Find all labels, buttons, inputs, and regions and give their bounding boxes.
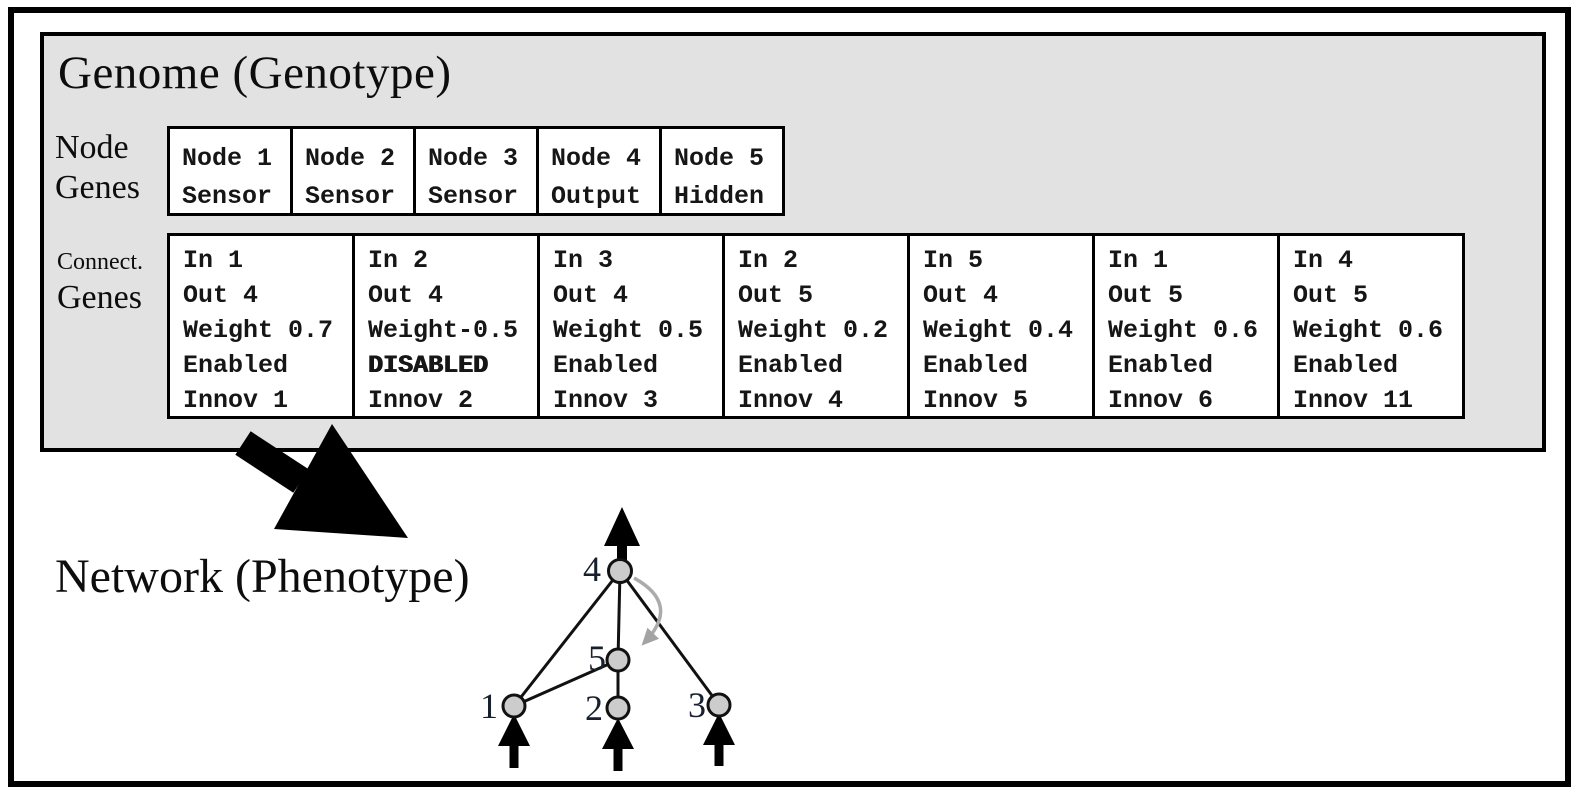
node-gene-name: Node 3 (428, 144, 519, 173)
conn-out: Out 4 (923, 281, 999, 310)
conn-innov: Innov 6 (1108, 386, 1214, 415)
conn-out: Out 4 (368, 281, 444, 310)
connection-gene-box-5: In 5 Out 4 Weight 0.4 Enabled Innov 5 (907, 233, 1095, 419)
node-gene-name: Node 2 (305, 144, 396, 173)
conn-weight: Weight 0.2 (738, 316, 889, 345)
conn-innov: Innov 2 (368, 386, 474, 415)
node-genes-label-line2: Genes (55, 169, 140, 206)
connection-genes-label: Connect. Genes (57, 247, 143, 319)
node-genes-label-line1: Node (55, 129, 129, 166)
node-gene-name: Node 1 (182, 144, 273, 173)
node-gene-type: Sensor (428, 182, 519, 211)
node-genes-row: Node 1 Sensor Node 2 Sensor Node 3 Senso… (167, 126, 785, 216)
connection-gene-box-3: In 3 Out 4 Weight 0.5 Enabled Innov 3 (537, 233, 725, 419)
conn-out: Out 5 (1293, 281, 1369, 310)
connection-genes-label-line1: Connect. (57, 249, 143, 275)
conn-out: Out 4 (553, 281, 629, 310)
node-gene-box-4: Node 4 Output (536, 126, 662, 216)
node-gene-name: Node 4 (551, 144, 642, 173)
node-genes-label: Node Genes (55, 128, 140, 208)
connection-gene-box-6: In 1 Out 5 Weight 0.6 Enabled Innov 6 (1092, 233, 1280, 419)
conn-status: Enabled (183, 351, 289, 380)
conn-innov: Innov 3 (553, 386, 659, 415)
conn-status: Enabled (738, 351, 844, 380)
conn-innov: Innov 4 (738, 386, 844, 415)
conn-out: Out 4 (183, 281, 259, 310)
connection-gene-box-7: In 4 Out 5 Weight 0.6 Enabled Innov 11 (1277, 233, 1465, 419)
conn-in: In 1 (183, 246, 244, 275)
conn-weight: Weight 0.6 (1108, 316, 1259, 345)
node-gene-type: Sensor (305, 182, 396, 211)
conn-in: In 2 (368, 246, 429, 275)
conn-innov: Innov 11 (1293, 386, 1414, 415)
conn-weight: Weight 0.7 (183, 316, 334, 345)
node-gene-type: Sensor (182, 182, 273, 211)
conn-in: In 2 (738, 246, 799, 275)
conn-status-disabled: DISABLED (368, 351, 489, 380)
node-gene-box-2: Node 2 Sensor (290, 126, 416, 216)
connection-gene-box-2: In 2 Out 4 Weight-0.5 DISABLED Innov 2 (352, 233, 540, 419)
conn-status: Enabled (1108, 351, 1214, 380)
conn-in: In 5 (923, 246, 984, 275)
genome-title: Genome (Genotype) (58, 47, 452, 99)
conn-status: Enabled (923, 351, 1029, 380)
conn-in: In 3 (553, 246, 614, 275)
node-gene-type: Hidden (674, 182, 765, 211)
node-gene-box-1: Node 1 Sensor (167, 126, 293, 216)
conn-weight: Weight 0.5 (553, 316, 704, 345)
conn-status: Enabled (553, 351, 659, 380)
network-title: Network (Phenotype) (55, 550, 470, 603)
connection-gene-box-4: In 2 Out 5 Weight 0.2 Enabled Innov 4 (722, 233, 910, 419)
conn-status: Enabled (1293, 351, 1399, 380)
conn-weight: Weight 0.4 (923, 316, 1074, 345)
conn-in: In 1 (1108, 246, 1169, 275)
figure-outer-frame (8, 7, 1571, 787)
connection-genes-label-line2: Genes (57, 279, 142, 316)
conn-in: In 4 (1293, 246, 1354, 275)
conn-out: Out 5 (738, 281, 814, 310)
conn-out: Out 5 (1108, 281, 1184, 310)
connection-genes-row: In 1 Out 4 Weight 0.7 Enabled Innov 1 In… (167, 233, 1465, 419)
conn-weight: Weight-0.5 (368, 316, 519, 345)
node-gene-box-3: Node 3 Sensor (413, 126, 539, 216)
conn-innov: Innov 5 (923, 386, 1029, 415)
conn-innov: Innov 1 (183, 386, 289, 415)
conn-weight: Weight 0.6 (1293, 316, 1444, 345)
node-gene-box-5: Node 5 Hidden (659, 126, 785, 216)
node-gene-name: Node 5 (674, 144, 765, 173)
node-gene-type: Output (551, 182, 642, 211)
connection-gene-box-1: In 1 Out 4 Weight 0.7 Enabled Innov 1 (167, 233, 355, 419)
